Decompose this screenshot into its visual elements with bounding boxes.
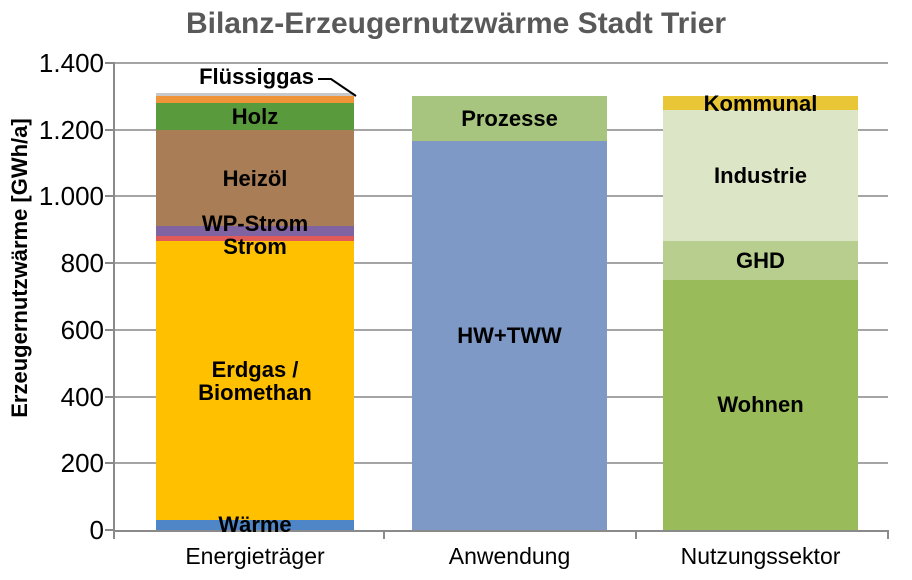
callout-label-fluessiggas: Flüssiggas xyxy=(199,64,314,89)
category-label: Nutzungssektor xyxy=(680,543,841,569)
bar-segment-industrie xyxy=(663,109,858,242)
y-tick-mark xyxy=(105,62,114,64)
y-axis-line xyxy=(113,62,115,532)
y-tick-label: 600 xyxy=(60,314,104,345)
chart-title: Bilanz-Erzeugernutzwärme Stadt Trier xyxy=(185,7,727,40)
bar-segment-kommunal xyxy=(663,96,858,110)
y-tick-mark xyxy=(105,128,114,131)
bar-segment-w-rme xyxy=(156,519,354,530)
bar-segment-holz xyxy=(156,103,354,130)
bar-segment-ghd xyxy=(663,241,858,280)
bar-segment-unlabeled xyxy=(156,93,354,97)
bar-segment-prozesse xyxy=(412,96,607,142)
y-tick-mark xyxy=(105,529,114,531)
x-tick-mark xyxy=(113,532,115,539)
x-tick-mark xyxy=(383,532,385,539)
bar-segment-hw+tww xyxy=(412,141,607,530)
y-tick-label: 1.200 xyxy=(38,114,104,145)
bar-segment-heiz-l xyxy=(156,129,354,227)
x-axis-line xyxy=(113,530,889,532)
y-tick-label: 1.000 xyxy=(38,181,104,212)
category-label: Anwendung xyxy=(448,543,571,569)
y-tick-label: 200 xyxy=(60,448,104,479)
y-tick-mark xyxy=(105,462,114,465)
bar-segment-erdgas-biomethan xyxy=(156,241,354,520)
bar-segment-strom xyxy=(156,236,354,242)
x-tick-mark xyxy=(887,532,889,539)
x-tick-mark xyxy=(635,532,637,539)
y-tick-mark xyxy=(105,328,114,331)
bar-segment-wohnen xyxy=(663,279,858,530)
bar-segment-fl-ssiggas xyxy=(156,96,354,103)
y-tick-label: 400 xyxy=(60,381,104,412)
gridline xyxy=(114,62,888,64)
y-tick-mark xyxy=(105,195,114,198)
bar-segment-wp-strom xyxy=(156,226,354,237)
y-tick-label: 1.400 xyxy=(38,48,104,78)
y-tick-label: 0 xyxy=(89,515,104,545)
category-label: Energieträger xyxy=(185,543,325,569)
y-tick-label: 800 xyxy=(60,248,104,279)
y-tick-mark xyxy=(105,262,114,265)
y-tick-mark xyxy=(105,395,114,398)
